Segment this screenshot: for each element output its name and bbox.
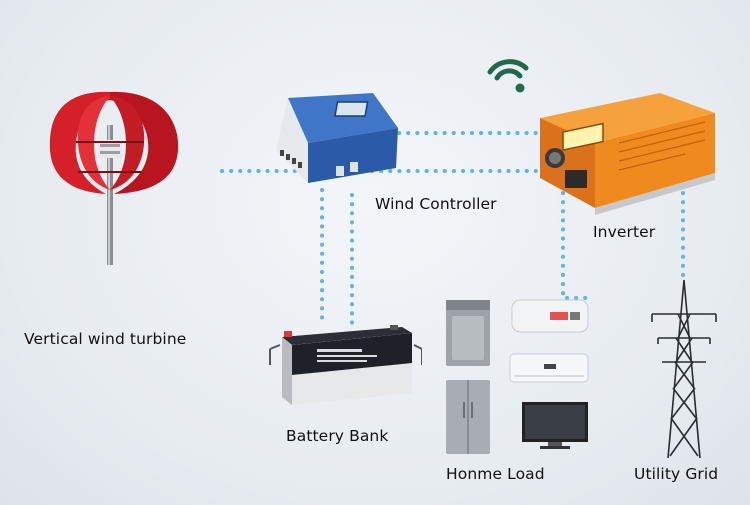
- transmission-tower-icon: [651, 279, 717, 459]
- television-icon: [522, 402, 588, 449]
- inverter-icon: [540, 93, 715, 215]
- battery-icon: [269, 325, 422, 405]
- inverter-label: Inverter: [593, 223, 656, 241]
- wind-turbine-icon: [49, 91, 179, 265]
- controller-label: Wind Controller: [375, 195, 497, 213]
- grid-label: Utility Grid: [634, 465, 719, 483]
- wifi-icon: [487, 59, 529, 93]
- load-label: Honme Load: [446, 465, 545, 483]
- battery-label: Battery Bank: [286, 427, 389, 445]
- refrigerator-icon: [446, 380, 490, 454]
- air-conditioner-icon: [509, 353, 589, 383]
- charge-controller-icon: [276, 93, 398, 183]
- turbine-label: Vertical wind turbine: [24, 330, 187, 348]
- water-heater-icon: [511, 299, 589, 333]
- washing-machine-icon: [446, 300, 490, 366]
